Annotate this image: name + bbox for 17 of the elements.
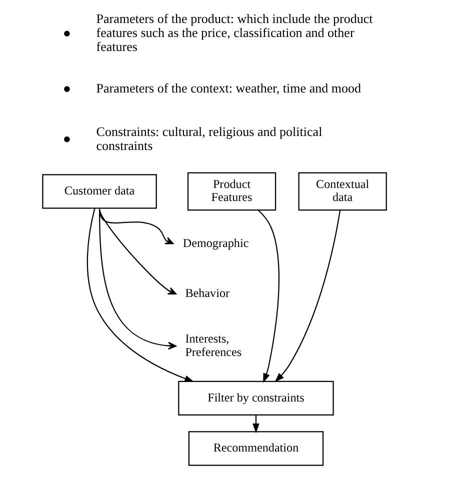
arrow bbox=[258, 210, 280, 383]
node-text: Demographic bbox=[182, 236, 248, 250]
arrow bbox=[98, 209, 176, 294]
label: Parameters of the product: which include the product features such as the price, classification and other features bbox=[96, 11, 372, 54]
node-box: Filter by constraints bbox=[178, 380, 334, 416]
label: Constraints: cultural, religious and political constraints bbox=[96, 124, 322, 153]
node-box: Recommendation bbox=[188, 431, 324, 466]
node-box: Customer data bbox=[42, 174, 156, 209]
arrow bbox=[98, 209, 176, 350]
arrow bbox=[274, 210, 340, 382]
arrow bbox=[252, 415, 259, 434]
node-box: Contextual data bbox=[298, 172, 386, 211]
node-text: Behavior bbox=[184, 286, 230, 300]
label: Parameters of the context: weather, time and mood bbox=[96, 80, 361, 96]
arrow bbox=[86, 208, 194, 382]
node-box: Product Features bbox=[186, 172, 276, 211]
node-text: Interests, Preferences bbox=[184, 332, 242, 359]
